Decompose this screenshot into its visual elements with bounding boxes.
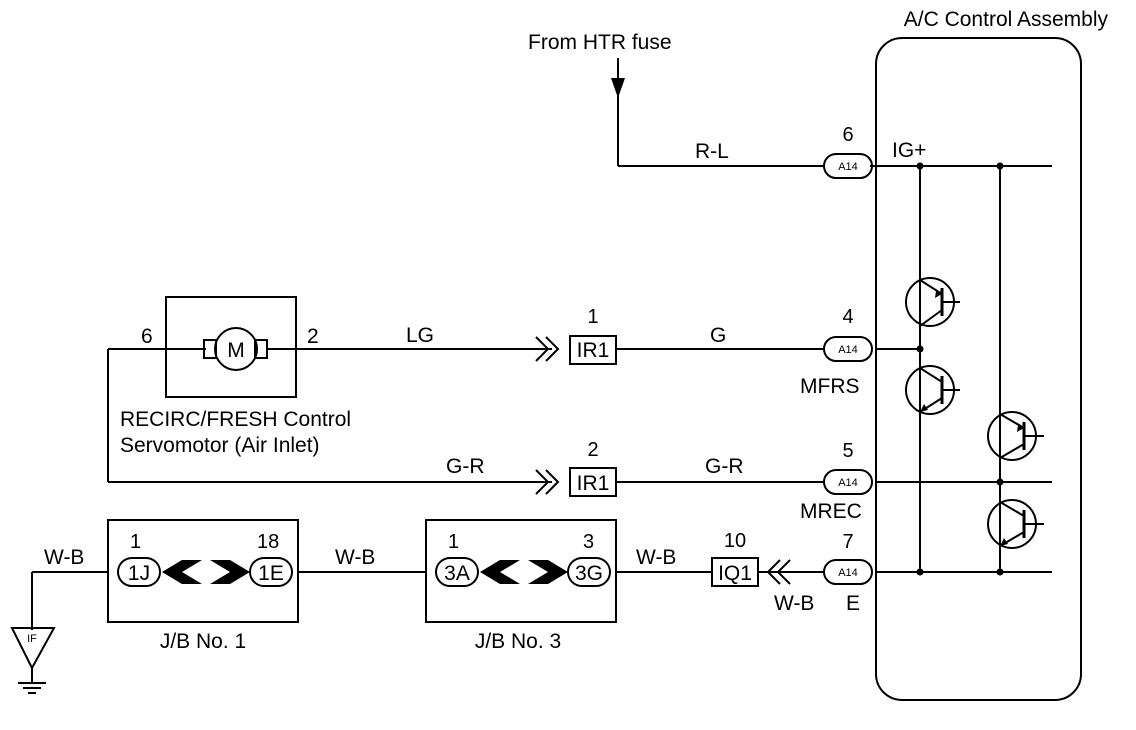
- chevron-right-icon: [528, 560, 568, 584]
- connector-a14-e: A14 7 E: [823, 531, 873, 615]
- pin-number: 7: [842, 531, 853, 553]
- junction-dot: [996, 162, 1004, 170]
- arrow-down-icon: [611, 78, 625, 98]
- transistor-icon: [987, 499, 1044, 549]
- ac-control-assembly: A/C Control Assembly: [870, 8, 1109, 701]
- connector-arrow-icon: [545, 336, 560, 362]
- pin-number: 3: [583, 531, 594, 553]
- source-label: From HTR fuse: [528, 31, 672, 54]
- wire-label-gr-right: G-R: [705, 455, 744, 478]
- mfrs-circuit: LG IR1 1 G: [296, 306, 824, 365]
- connector-3g: [567, 557, 611, 587]
- pin-number: 1: [130, 531, 141, 553]
- motor-symbol: M: [227, 339, 245, 362]
- connector-a14-ig: A14 6: [823, 124, 873, 179]
- terminal-mfrs: MFRS: [800, 375, 860, 398]
- pin-number: 5: [842, 440, 853, 462]
- servomotor-label-line2: Servomotor (Air Inlet): [120, 434, 320, 457]
- connector-1j: [117, 557, 161, 587]
- wire-label-wb-ground: W-B: [44, 546, 84, 569]
- pin-number: 18: [257, 531, 279, 553]
- transistor-icon: [987, 411, 1044, 461]
- terminal-e: E: [846, 592, 860, 615]
- connector-1e: [249, 557, 293, 587]
- pin-number: 2: [587, 439, 598, 461]
- ac-control-assembly-title: A/C Control Assembly: [904, 8, 1109, 31]
- wire-label-gr-left: G-R: [446, 455, 485, 478]
- wire-label-g: G: [710, 324, 726, 347]
- terminal-ig: IG+: [892, 139, 926, 162]
- connector-arrow-icon: [776, 559, 791, 585]
- servo-pin-right: 2: [307, 325, 319, 348]
- wire-label-wb-right: W-B: [636, 546, 676, 569]
- svg-text:IQ1: IQ1: [718, 562, 752, 585]
- servomotor: M 6 2 RECIRC/FRESH Control Servomotor (A…: [108, 296, 351, 457]
- htr-fuse-source: From HTR fuse R-L: [528, 31, 824, 167]
- chevron-left-icon: [162, 560, 202, 584]
- wire-label-wb-mid: W-B: [335, 546, 375, 569]
- servomotor-box: [165, 296, 297, 398]
- svg-text:3G: 3G: [575, 562, 603, 585]
- pin-number: 1: [448, 531, 459, 553]
- connector-arrow-icon: [535, 336, 550, 362]
- connector-arrow-icon: [766, 559, 781, 585]
- junction-dot: [996, 568, 1004, 576]
- svg-text:3A: 3A: [444, 562, 470, 585]
- terminal-mrec: MREC: [800, 500, 862, 523]
- wire-label-rl: R-L: [695, 140, 729, 163]
- motor-icon: [214, 327, 258, 371]
- pin-number: 10: [724, 530, 746, 552]
- pin-number: 6: [842, 124, 853, 146]
- ground-label: IF: [27, 633, 37, 645]
- connector-a14-mrec: A14 5 MREC: [800, 440, 873, 523]
- connector-a14-mfrs: A14 4 MFRS: [800, 306, 873, 398]
- junction-block-1-name: J/B No. 1: [160, 630, 246, 653]
- svg-text:1J: 1J: [128, 562, 150, 585]
- svg-text:1E: 1E: [258, 562, 284, 585]
- svg-text:IR1: IR1: [577, 472, 610, 495]
- junction-dot: [916, 568, 924, 576]
- wire-label-lg: LG: [406, 324, 434, 347]
- ground-point-icon: [10, 627, 56, 671]
- svg-text:IR1: IR1: [577, 339, 610, 362]
- transistor-icon: [905, 365, 960, 415]
- servomotor-label-line1: RECIRC/FRESH Control: [120, 408, 351, 431]
- junction-dot: [916, 345, 924, 353]
- ac-control-assembly-outline: [875, 37, 1082, 701]
- svg-text:A14: A14: [838, 567, 858, 579]
- chevron-left-icon: [480, 560, 520, 584]
- connector-3a: [435, 557, 479, 587]
- connector-arrow-icon: [545, 469, 560, 495]
- connector-arrow-icon: [535, 469, 550, 495]
- svg-text:A14: A14: [838, 477, 858, 489]
- pin-number: 4: [842, 306, 853, 328]
- junction-dot: [996, 478, 1004, 486]
- svg-text:A14: A14: [838, 344, 858, 356]
- ground-circuit: IF W-B 1J 1 1E 18 J/B No. 1 W-B 3A 1 3G …: [10, 519, 824, 694]
- pin-number: 1: [587, 306, 598, 328]
- junction-block-3-name: J/B No. 3: [475, 630, 561, 653]
- junction-dot: [916, 162, 924, 170]
- transistor-icon: [905, 277, 960, 327]
- svg-text:A14: A14: [838, 161, 858, 173]
- wire-label-wb-lower: W-B: [774, 592, 814, 615]
- servo-pin-left: 6: [141, 325, 153, 348]
- chevron-right-icon: [210, 560, 250, 584]
- mrec-circuit: G-R IR1 2 G-R: [107, 349, 824, 497]
